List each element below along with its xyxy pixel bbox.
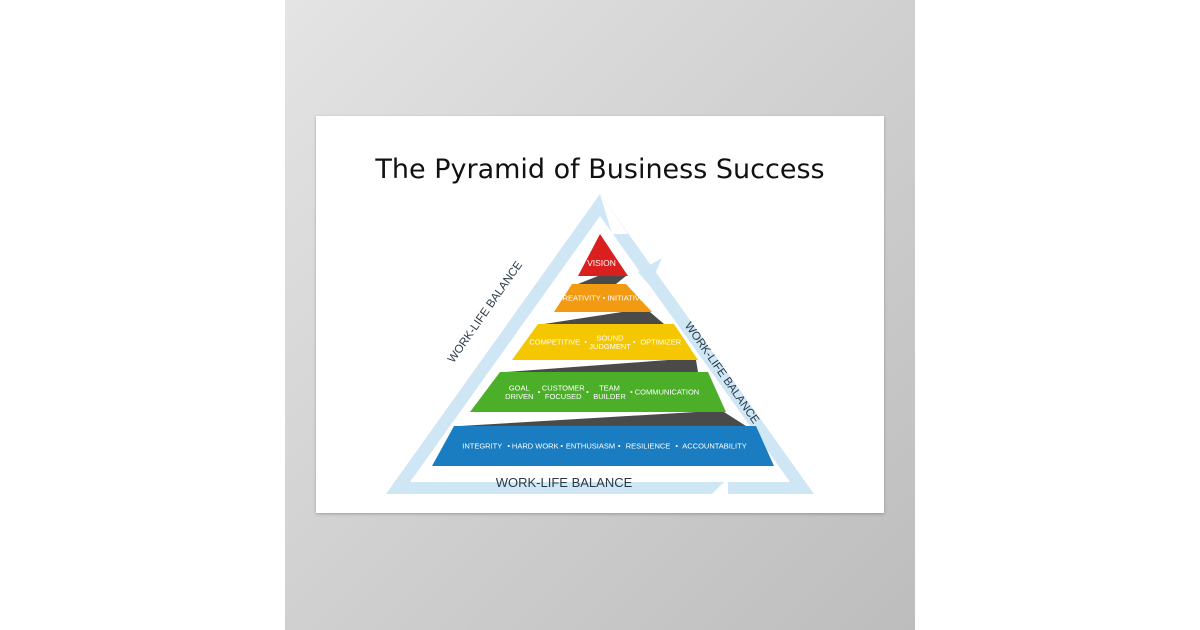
pyramid-diagram: VISION CREATIVITY • INITIATIVE COMPETITIVE… [386, 194, 814, 494]
tier-separator: • [633, 338, 636, 347]
ribbon-band [578, 276, 626, 284]
tier-group: VISION CREATIVITY • INITIATIVE COMPETITIVE… [432, 234, 774, 466]
ribbon-band [506, 360, 698, 372]
tier-separator: • [630, 388, 633, 397]
pyramid-tier-3 [512, 324, 698, 360]
pyramid-tier-1 [578, 234, 628, 276]
arrow-notch-right [638, 258, 662, 286]
tier-label: ACCOUNTABILITY [682, 442, 746, 451]
poster-title: The Pyramid of Business Success [375, 154, 825, 185]
pyramid-tier-2 [554, 284, 652, 312]
tier-label: RESILIENCE [626, 442, 671, 451]
balance-label-bottom: WORK-LIFE BALANCE [496, 475, 633, 490]
pyramid-tier-4 [470, 372, 726, 412]
arrow-notch-top [600, 194, 628, 234]
tier-separator: • [507, 442, 510, 451]
ribbon-band [544, 312, 664, 324]
tier-label: ENTHUSIASM [566, 442, 615, 451]
tier-separator: • [560, 442, 563, 451]
poster: The Pyramid of Business Success VISION CR… [316, 116, 884, 513]
tier-label: INTEGRITY [462, 442, 502, 451]
pyramid-tier-5 [432, 426, 774, 466]
ribbon-band [460, 412, 746, 426]
tier-label: VISION [587, 258, 616, 268]
ribbon-group [460, 276, 746, 426]
tier-label: OPTIMIZER [640, 338, 681, 347]
tier-separator: • [538, 388, 541, 397]
tier-separator: • [584, 338, 587, 347]
tier-label: HARD WORK [512, 442, 559, 451]
tier-separator: • [618, 442, 621, 451]
arrow-notch-bottom [712, 478, 728, 494]
tier-label: COMMUNICATION [635, 388, 699, 397]
tier-label: COMPETITIVE [529, 338, 580, 347]
tier-label: CREATIVITY • INITIATIVE [557, 294, 645, 303]
tier-separator: • [586, 388, 589, 397]
tier-separator: • [675, 442, 678, 451]
